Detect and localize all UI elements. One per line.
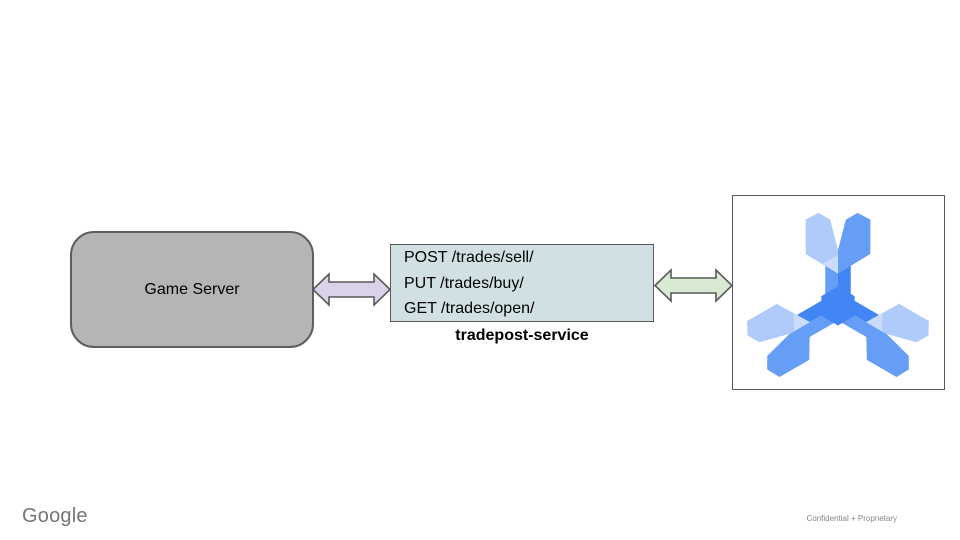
bidirectional-arrow-service-to-spanner — [654, 268, 733, 303]
spanner-arm-lower-right — [831, 294, 929, 378]
google-wordmark: Google — [22, 505, 88, 527]
double-arrow-shape — [312, 272, 391, 307]
endpoint-line-post: POST /trades/sell/ — [404, 249, 534, 266]
endpoint-line-get: GET /trades/open/ — [404, 300, 535, 317]
spanner-hub — [821, 286, 855, 326]
spanner-card — [732, 195, 945, 390]
cloud-spanner-icon — [747, 212, 929, 378]
double-arrow-shape — [654, 268, 733, 303]
confidential-note: Confidential + Proprietary — [806, 514, 898, 523]
service-caption: tradepost-service — [455, 327, 589, 344]
game-server-label: Game Server — [144, 280, 240, 298]
endpoint-line-put: PUT /trades/buy/ — [404, 274, 524, 292]
bidirectional-arrow-game-to-service — [312, 272, 391, 307]
game-server-box: Game Server — [70, 231, 314, 348]
service-endpoints-box: POST /trades/sell/ PUT /trades/buy/ GET … — [390, 244, 654, 322]
